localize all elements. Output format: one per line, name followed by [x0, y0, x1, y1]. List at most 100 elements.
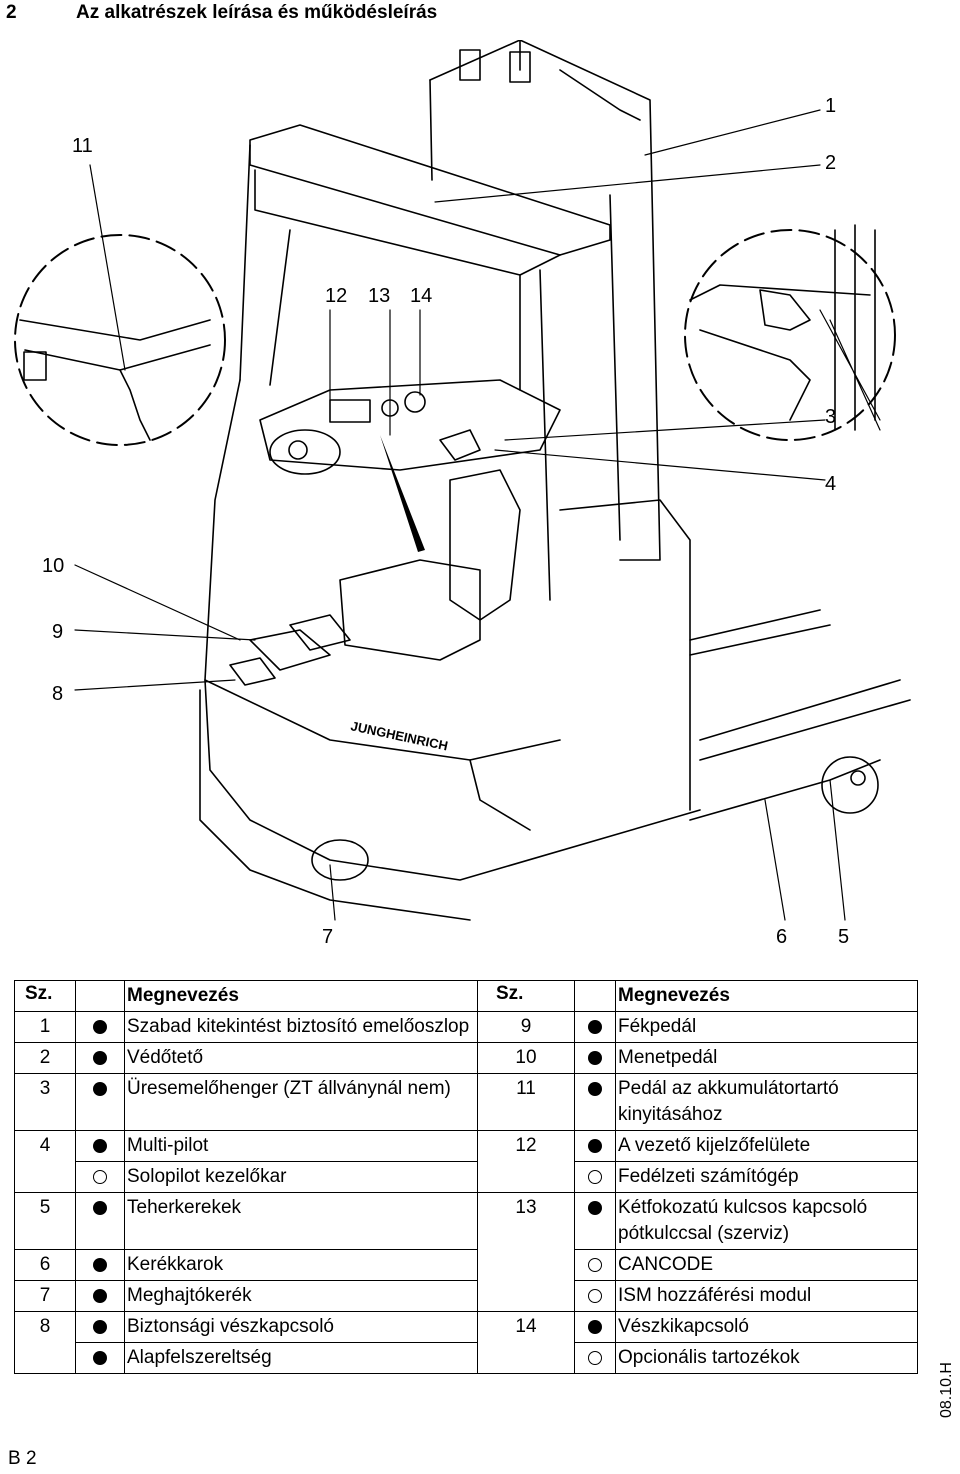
row-name-2: A vezető kijelzőfelülete — [615, 1130, 918, 1162]
row-number: 3 — [14, 1073, 76, 1131]
row-number: 1 — [14, 1011, 76, 1043]
standard-equipment-icon — [588, 1081, 602, 1096]
row-number-2: 14 — [477, 1311, 575, 1343]
callout-3: 3 — [825, 406, 836, 428]
row-name-2: Pedál az akkumulátortartó kinyitásához — [615, 1073, 918, 1131]
row-name: Szabad kitekintést biztosító emelőoszlop — [124, 1011, 478, 1043]
row-name-2: Fedélzeti számítógép — [615, 1161, 918, 1193]
header-name2: Megnevezés — [615, 980, 918, 1012]
standard-equipment-icon — [93, 1350, 107, 1365]
row-marker-2 — [574, 1130, 616, 1162]
row-name: Kerékkarok — [124, 1249, 478, 1281]
row-name: Teherkerekek — [124, 1192, 478, 1250]
callout-14: 14 — [410, 285, 432, 307]
row-number-2 — [477, 1249, 575, 1281]
callout-2: 2 — [825, 152, 836, 174]
standard-equipment-icon — [93, 1288, 107, 1303]
optional-equipment-icon — [588, 1288, 602, 1303]
callout-7: 7 — [322, 926, 333, 948]
row-marker-2 — [574, 1249, 616, 1281]
row-number-2: 13 — [477, 1192, 575, 1250]
row-marker — [75, 1280, 125, 1312]
callout-12: 12 — [325, 285, 347, 307]
row-marker-2 — [574, 1073, 616, 1131]
row-name-2: ISM hozzáférési modul — [615, 1280, 918, 1312]
row-name: Üresemelőhenger (ZT állványnál nem) — [124, 1073, 478, 1131]
row-number-2: 10 — [477, 1042, 575, 1074]
row-marker-2 — [574, 1192, 616, 1250]
row-marker-2 — [574, 1161, 616, 1193]
callout-13: 13 — [368, 285, 390, 307]
row-marker — [75, 1011, 125, 1043]
row-marker-2 — [574, 1280, 616, 1312]
standard-equipment-icon — [588, 1319, 602, 1334]
standard-equipment-icon — [93, 1257, 107, 1272]
row-marker — [75, 1042, 125, 1074]
table-row: Solopilot kezelőkar Fedélzeti számítógép — [14, 1161, 918, 1193]
callout-9: 9 — [52, 621, 63, 643]
row-number: 8 — [14, 1311, 76, 1343]
parts-table: Sz. Megnevezés Sz. Megnevezés 1 Szabad ki… — [14, 980, 918, 1374]
row-marker — [75, 1130, 125, 1162]
row-name: Biztonsági vészkapcsoló — [124, 1311, 478, 1343]
callout-10: 10 — [42, 555, 64, 577]
row-name: Alapfelszereltség — [124, 1342, 478, 1374]
standard-equipment-icon — [93, 1050, 107, 1065]
header-no2: Sz. — [477, 980, 575, 1012]
section-number: 2 — [6, 2, 17, 23]
row-marker-2 — [574, 1011, 616, 1043]
row-number-2: 9 — [477, 1011, 575, 1043]
optional-equipment-icon — [588, 1257, 602, 1272]
standard-equipment-icon — [588, 1200, 602, 1215]
row-name-2: Kétfokozatú kulcsos kapcsoló pótkulccsal… — [615, 1192, 918, 1250]
callout-11: 11 — [72, 135, 93, 157]
row-name-2: CANCODE — [615, 1249, 918, 1281]
row-number-2: 12 — [477, 1130, 575, 1162]
row-number: 2 — [14, 1042, 76, 1074]
row-name-2: Fékpedál — [615, 1011, 918, 1043]
standard-equipment-icon — [93, 1319, 107, 1334]
row-number-2: 11 — [477, 1073, 575, 1131]
standard-equipment-icon — [588, 1019, 602, 1034]
row-number-2 — [477, 1280, 575, 1312]
header-name: Megnevezés — [124, 980, 478, 1012]
optional-equipment-icon — [588, 1350, 602, 1365]
forklift-illustration: JUNGHEINRICH 1 2 3 4 5 6 7 8 9 10 11 12 … — [14, 40, 911, 948]
row-number: 5 — [14, 1192, 76, 1250]
document-code: 08.10.H — [938, 1362, 955, 1419]
row-marker-2 — [574, 1042, 616, 1074]
row-number: 6 — [14, 1249, 76, 1281]
row-marker-2 — [574, 1311, 616, 1343]
standard-equipment-icon — [93, 1081, 107, 1096]
row-marker — [75, 1192, 125, 1250]
standard-equipment-icon — [93, 1138, 107, 1153]
row-number: 4 — [14, 1130, 76, 1162]
callout-5: 5 — [838, 926, 849, 948]
row-number-2 — [477, 1342, 575, 1374]
table-row: 1 Szabad kitekintést biztosító emelőoszlo… — [14, 1011, 918, 1043]
standard-equipment-icon — [93, 1019, 107, 1034]
optional-equipment-icon — [588, 1169, 602, 1184]
row-marker — [75, 1073, 125, 1131]
table-row: 6 Kerékkarok CANCODE — [14, 1249, 918, 1281]
row-marker — [75, 1161, 125, 1193]
optional-equipment-icon — [93, 1169, 107, 1184]
header-no: Sz. — [14, 980, 76, 1012]
row-name: Solopilot kezelőkar — [124, 1161, 478, 1193]
row-number: 7 — [14, 1280, 76, 1312]
table-header-row: Sz. Megnevezés Sz. Megnevezés — [14, 980, 918, 1012]
standard-equipment-icon — [588, 1138, 602, 1153]
row-number-2 — [477, 1161, 575, 1193]
section-title: Az alkatrészek leírása és működésleírás — [76, 2, 438, 23]
row-number — [14, 1161, 76, 1193]
brand-label: JUNGHEINRICH — [349, 718, 449, 753]
row-marker — [75, 1311, 125, 1343]
callout-1: 1 — [825, 95, 836, 117]
row-number — [14, 1342, 76, 1374]
row-marker — [75, 1342, 125, 1374]
